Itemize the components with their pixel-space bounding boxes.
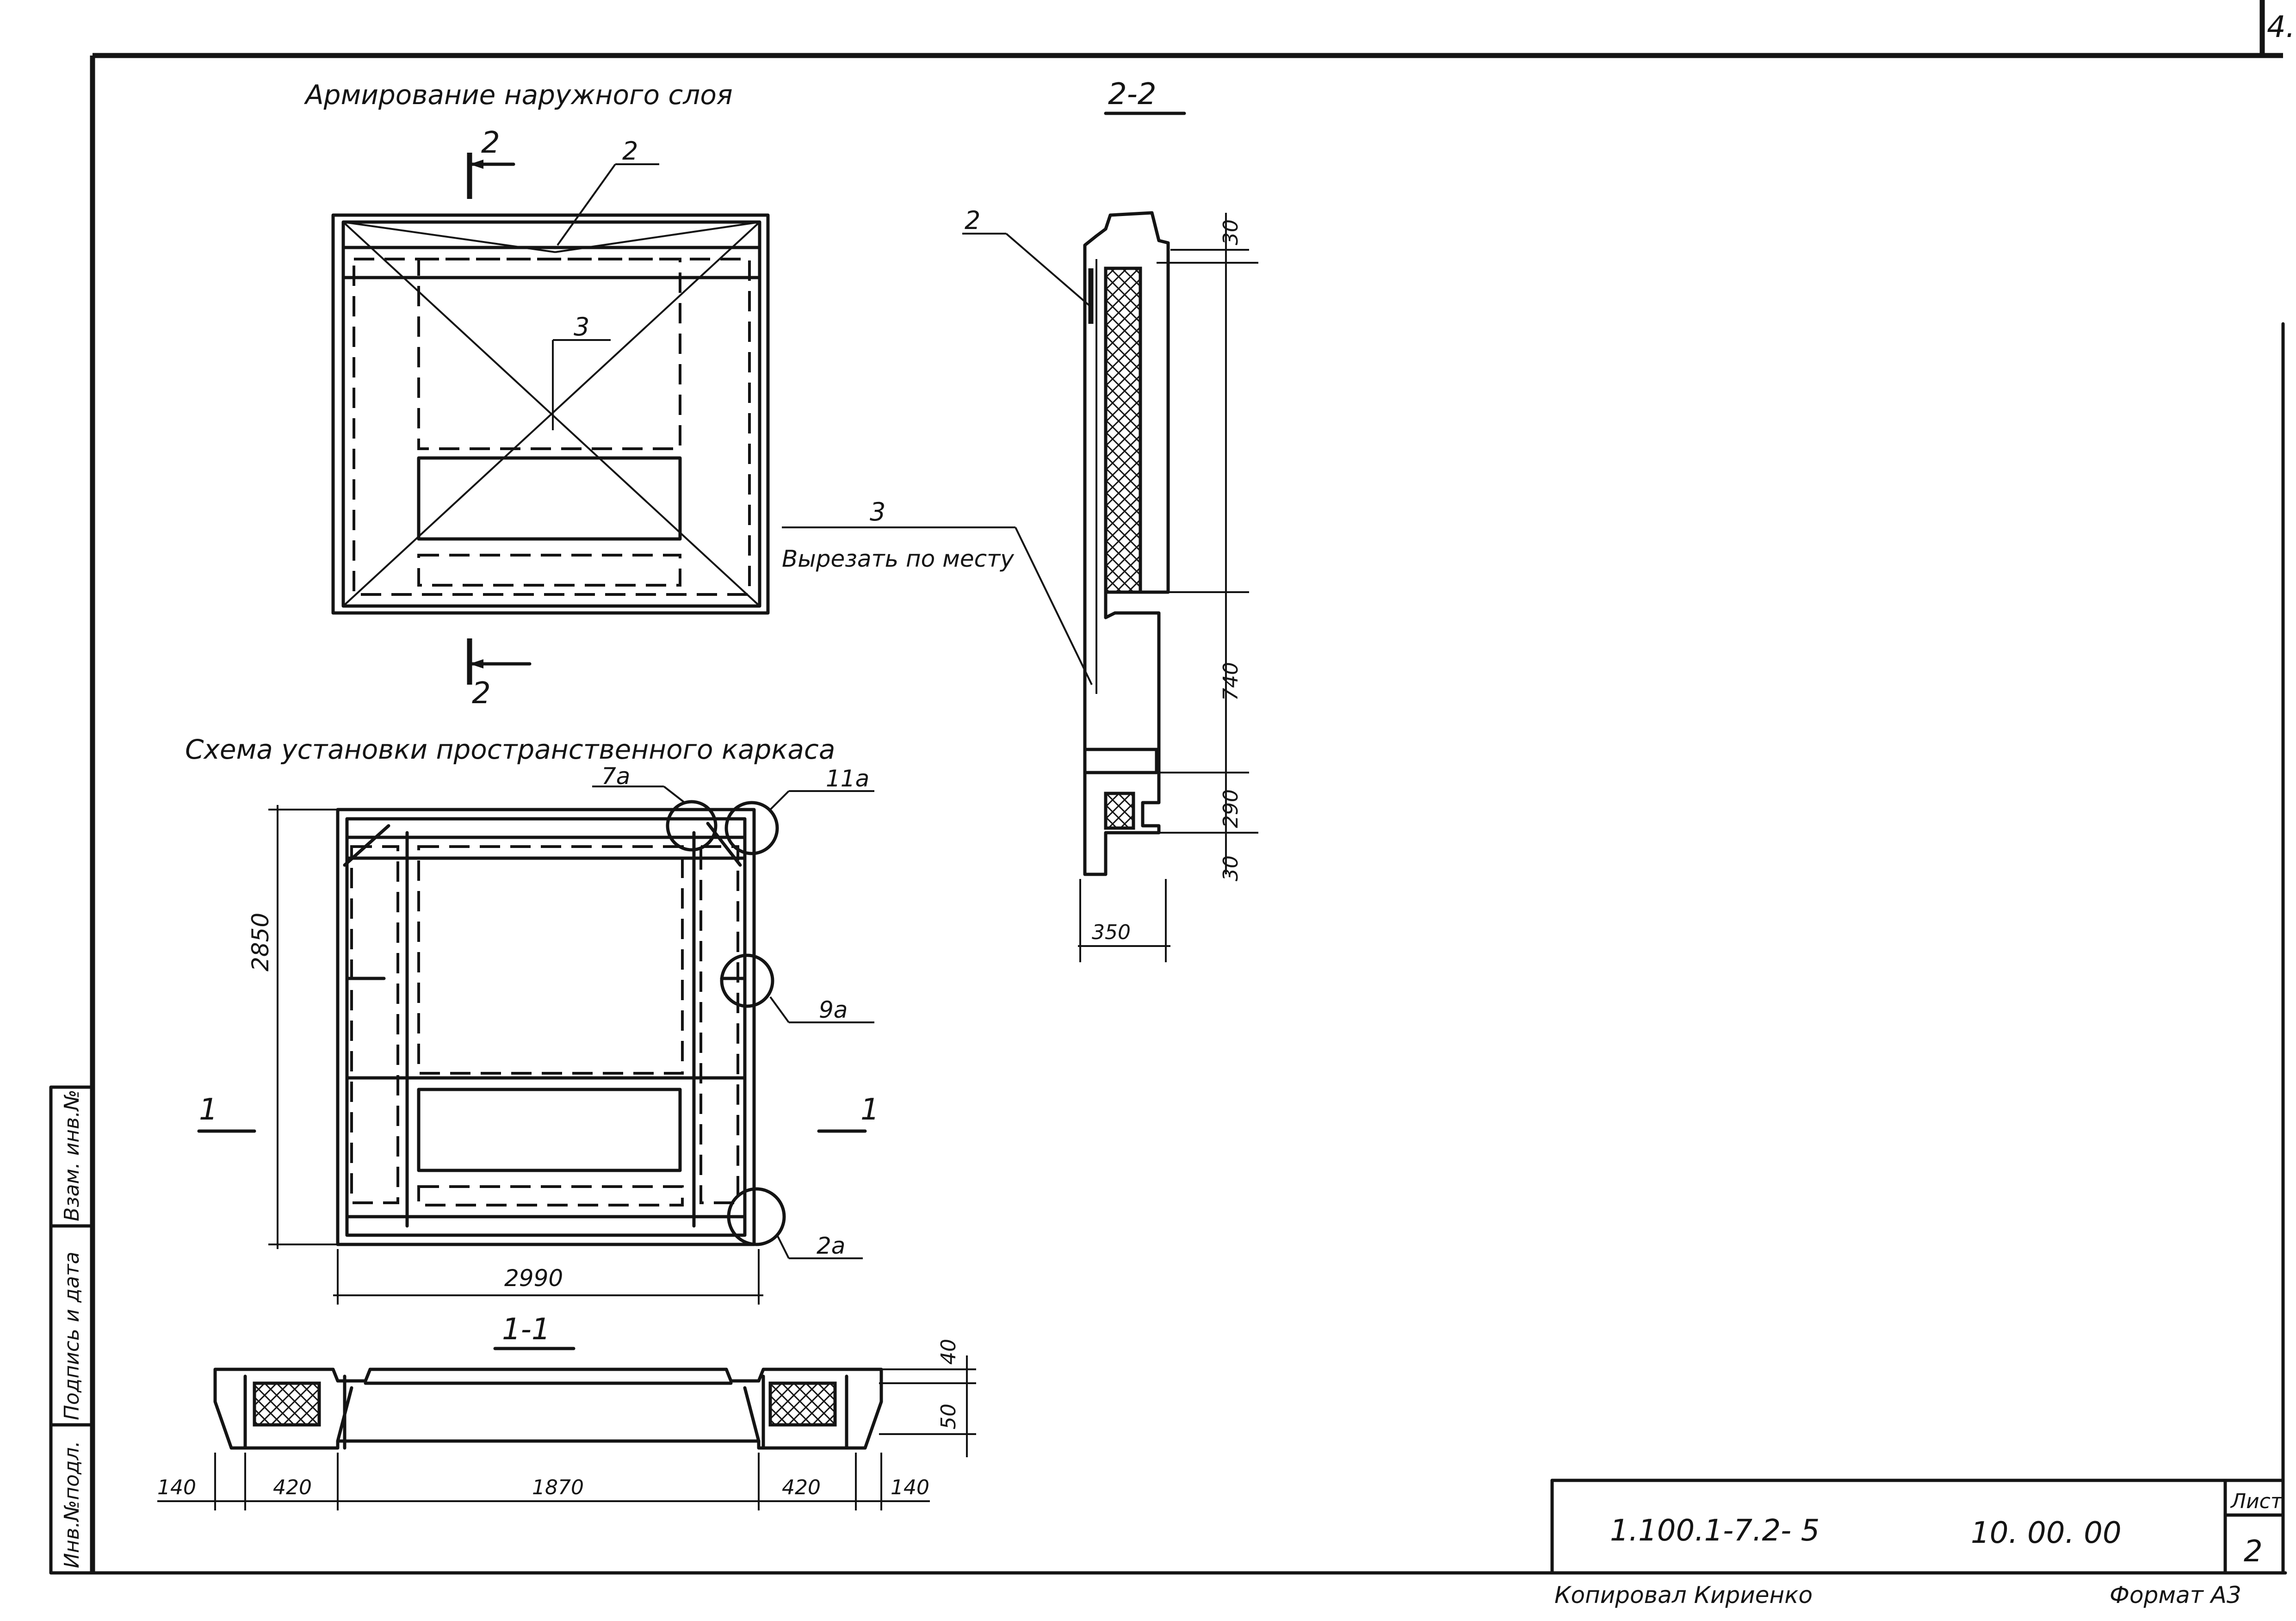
- stamp-signature-date: Подпись и дата: [60, 1252, 84, 1420]
- outer-callout-2: 2: [622, 136, 638, 166]
- sheet-corner-number: 4.: [2267, 10, 2295, 44]
- section-1-1-title: 1-1: [502, 1312, 551, 1347]
- dim-2-2-290: 290: [1219, 789, 1243, 828]
- dim-1-1-420-left: 420: [273, 1476, 312, 1499]
- sheet-frame: [90, 0, 2287, 1575]
- sheet-label: Лист: [2230, 1490, 2283, 1513]
- dim-1-1-50: 50: [937, 1404, 960, 1429]
- outer-layer-title: Армирование наружного слоя: [303, 79, 733, 111]
- dim-2-2-top: 30: [1219, 219, 1243, 245]
- dim-1-1-140-right: 140: [891, 1476, 929, 1499]
- node-7a-label: 7а: [601, 763, 630, 790]
- side-stamp: [49, 1085, 94, 1575]
- section-callout-3: 3: [870, 497, 885, 526]
- node-2a-label: 2а: [817, 1232, 845, 1259]
- cut-in-place-note: Вырезать по месту: [782, 545, 1015, 572]
- outer-layer-view: [331, 153, 770, 685]
- node-11a-label: 11а: [826, 765, 869, 792]
- section-callout-2: 2: [965, 206, 980, 235]
- dim-2-2-350: 350: [1092, 921, 1131, 944]
- dim-width-2990: 2990: [504, 1265, 563, 1292]
- sheet-number: 2: [2244, 1534, 2263, 1569]
- frame-scheme-view: [197, 786, 874, 1305]
- cut-1-right: 1: [860, 1093, 879, 1127]
- stamp-replace-inv: Взам. инв.№: [60, 1089, 84, 1221]
- doc-code: 1.100.1-7.2- 5: [1610, 1514, 1819, 1548]
- doc-mark: 10. 00. 00: [1971, 1516, 2122, 1550]
- paper-format: Формат А3: [2110, 1582, 2241, 1609]
- node-9a-label: 9а: [819, 996, 848, 1023]
- section-2-2-title: 2-2: [1108, 77, 1157, 111]
- dim-1-1-40: 40: [937, 1339, 960, 1365]
- cut-mark-bottom-label: 2: [472, 676, 491, 711]
- cut-1-left: 1: [199, 1093, 218, 1127]
- dim-1-1-420-right: 420: [782, 1476, 821, 1499]
- section-1-1-view: [157, 1355, 976, 1510]
- dim-2-2-740: 740: [1219, 662, 1243, 701]
- dim-2-2-bottom: 30: [1219, 855, 1243, 881]
- section-2-2-view: [782, 211, 1258, 962]
- dim-1-1-140-left: 140: [157, 1476, 196, 1499]
- dim-height-2850: 2850: [247, 913, 274, 971]
- dim-1-1-1870: 1870: [532, 1476, 584, 1499]
- cut-mark-top-label: 2: [481, 126, 500, 160]
- outer-callout-3: 3: [574, 312, 589, 341]
- frame-scheme-title: Схема установки пространственного каркас…: [185, 734, 835, 765]
- title-block: [1550, 1479, 2285, 1575]
- stamp-inv-original: Инв.№подл.: [60, 1441, 84, 1568]
- copied-by: Копировал Кириенко: [1554, 1582, 1813, 1609]
